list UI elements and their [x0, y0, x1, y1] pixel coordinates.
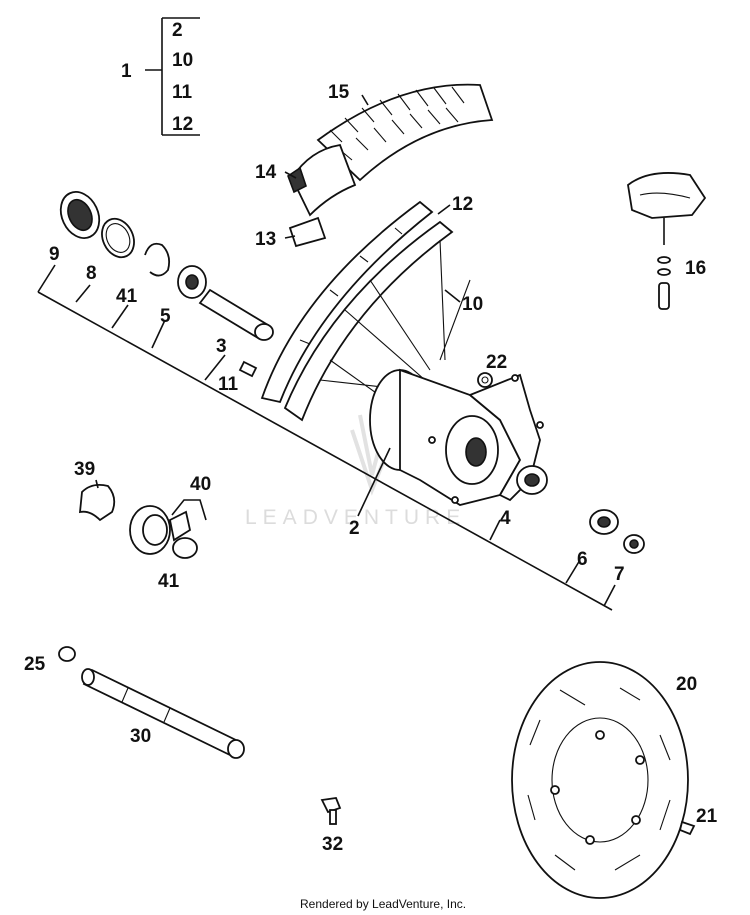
callout-13: 13: [255, 229, 276, 250]
callout-11: 11: [218, 374, 239, 395]
spacer-7: [623, 534, 645, 554]
screw-21: [678, 820, 696, 836]
callout-32: 32: [322, 834, 343, 855]
callout-22: 22: [486, 352, 507, 373]
kit-bracket: [145, 17, 200, 136]
nut-22: [477, 372, 493, 388]
callout-7: 7: [614, 564, 625, 585]
tire-valve: [627, 172, 707, 310]
circlip-41: [144, 242, 171, 277]
callout-41-upper: 41: [116, 286, 138, 307]
callout-41-lower: 41: [158, 571, 180, 592]
circlip-41-lower: [172, 537, 198, 559]
callout-21: 21: [696, 806, 718, 827]
callout-6: 6: [577, 549, 588, 570]
spokes: [319, 239, 471, 411]
callout-2: 2: [349, 518, 360, 539]
callout-8: 8: [86, 263, 97, 284]
bearing-4: [516, 465, 548, 495]
kit-item-10: 10: [172, 50, 193, 71]
callout-15: 15: [328, 82, 350, 103]
kit-item-2: 2: [172, 20, 183, 41]
watermark-text: LEADVENTURE: [245, 506, 466, 529]
callout-12: 12: [452, 194, 473, 215]
spacer-3: [198, 288, 274, 341]
tire: [316, 83, 494, 182]
callout-40: 40: [190, 474, 211, 495]
kit-item-11: 11: [172, 82, 193, 103]
callout-4: 4: [500, 508, 511, 529]
callout-3: 3: [216, 336, 227, 357]
callout-10: 10: [462, 294, 483, 315]
assembly-axis-line: [37, 264, 616, 611]
callout-16: 16: [685, 258, 706, 279]
axle-30: [81, 668, 245, 759]
footer-credit: Rendered by LeadVenture, Inc.: [300, 897, 466, 911]
callout-25: 25: [24, 654, 46, 675]
callout-5: 5: [160, 306, 171, 327]
speedo-drive-40: [129, 505, 192, 555]
brake-disc-20: [511, 661, 689, 899]
ring-8: [101, 217, 135, 259]
seal-9: [59, 191, 101, 239]
inner-tube: [287, 143, 357, 248]
screw-11: [238, 360, 258, 378]
callout-20: 20: [676, 674, 697, 695]
callout-9: 9: [49, 244, 60, 265]
seal-6: [589, 509, 619, 535]
bearing-5: [177, 265, 207, 299]
bolt-32: [320, 797, 342, 825]
callout-39: 39: [74, 459, 95, 480]
speedo-clip-39: [78, 483, 116, 522]
callout-1: 1: [121, 61, 132, 82]
callout-30: 30: [130, 726, 151, 747]
callout-14: 14: [255, 162, 277, 183]
nut-25: [58, 646, 76, 662]
rim: [260, 200, 454, 422]
kit-item-12: 12: [172, 114, 193, 135]
